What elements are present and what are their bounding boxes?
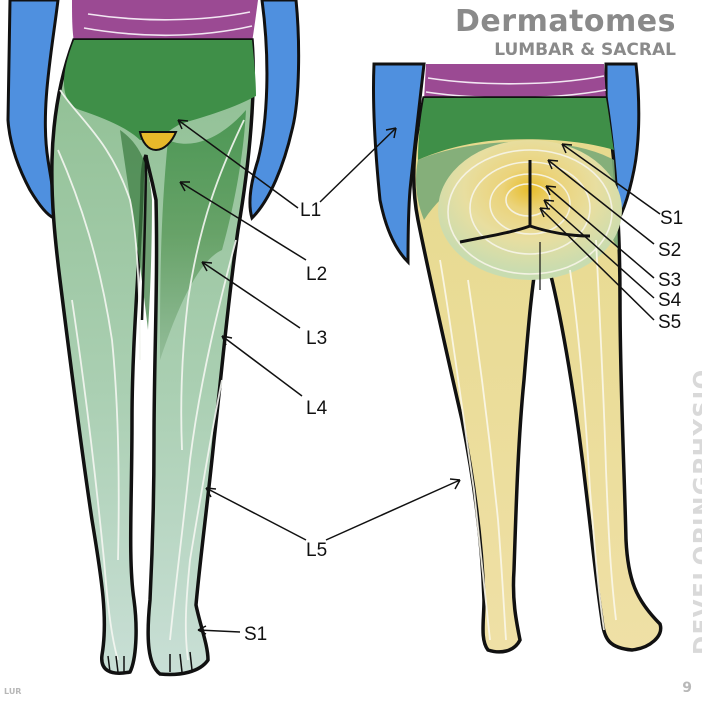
label-s2: S2 [658, 240, 681, 261]
back-trunk-band [424, 64, 606, 100]
front-labels: L1 L2 L3 L4 L5 S1 [244, 200, 328, 645]
artist-initials: LUR [4, 687, 22, 696]
front-right-arm [248, 0, 301, 221]
back-labels: S1 S2 S3 S4 S5 [658, 208, 683, 333]
label-l5: L5 [306, 540, 327, 561]
page-subtitle: LUMBAR & SACRAL [494, 40, 676, 60]
front-trunk-band [72, 0, 258, 42]
back-view [371, 62, 663, 654]
front-l1-zone [63, 40, 256, 140]
back-l1-zone [418, 98, 614, 160]
label-l4: L4 [306, 398, 328, 419]
label-s5: S5 [658, 312, 681, 333]
page-number: 9 [682, 680, 692, 696]
label-l1: L1 [300, 200, 321, 221]
label-s3: S3 [658, 270, 681, 291]
front-view [6, 0, 301, 677]
label-front-s1: S1 [244, 624, 267, 645]
label-l2: L2 [306, 264, 327, 285]
leader-lines [177, 119, 661, 635]
label-s1: S1 [660, 208, 683, 229]
page-title: Dermatomes [455, 4, 676, 39]
label-s4: S4 [658, 290, 682, 311]
front-genital-zone [138, 131, 178, 152]
label-l3: L3 [306, 328, 327, 349]
brand-watermark: DEVELOPINGPHYSIO [690, 368, 702, 655]
